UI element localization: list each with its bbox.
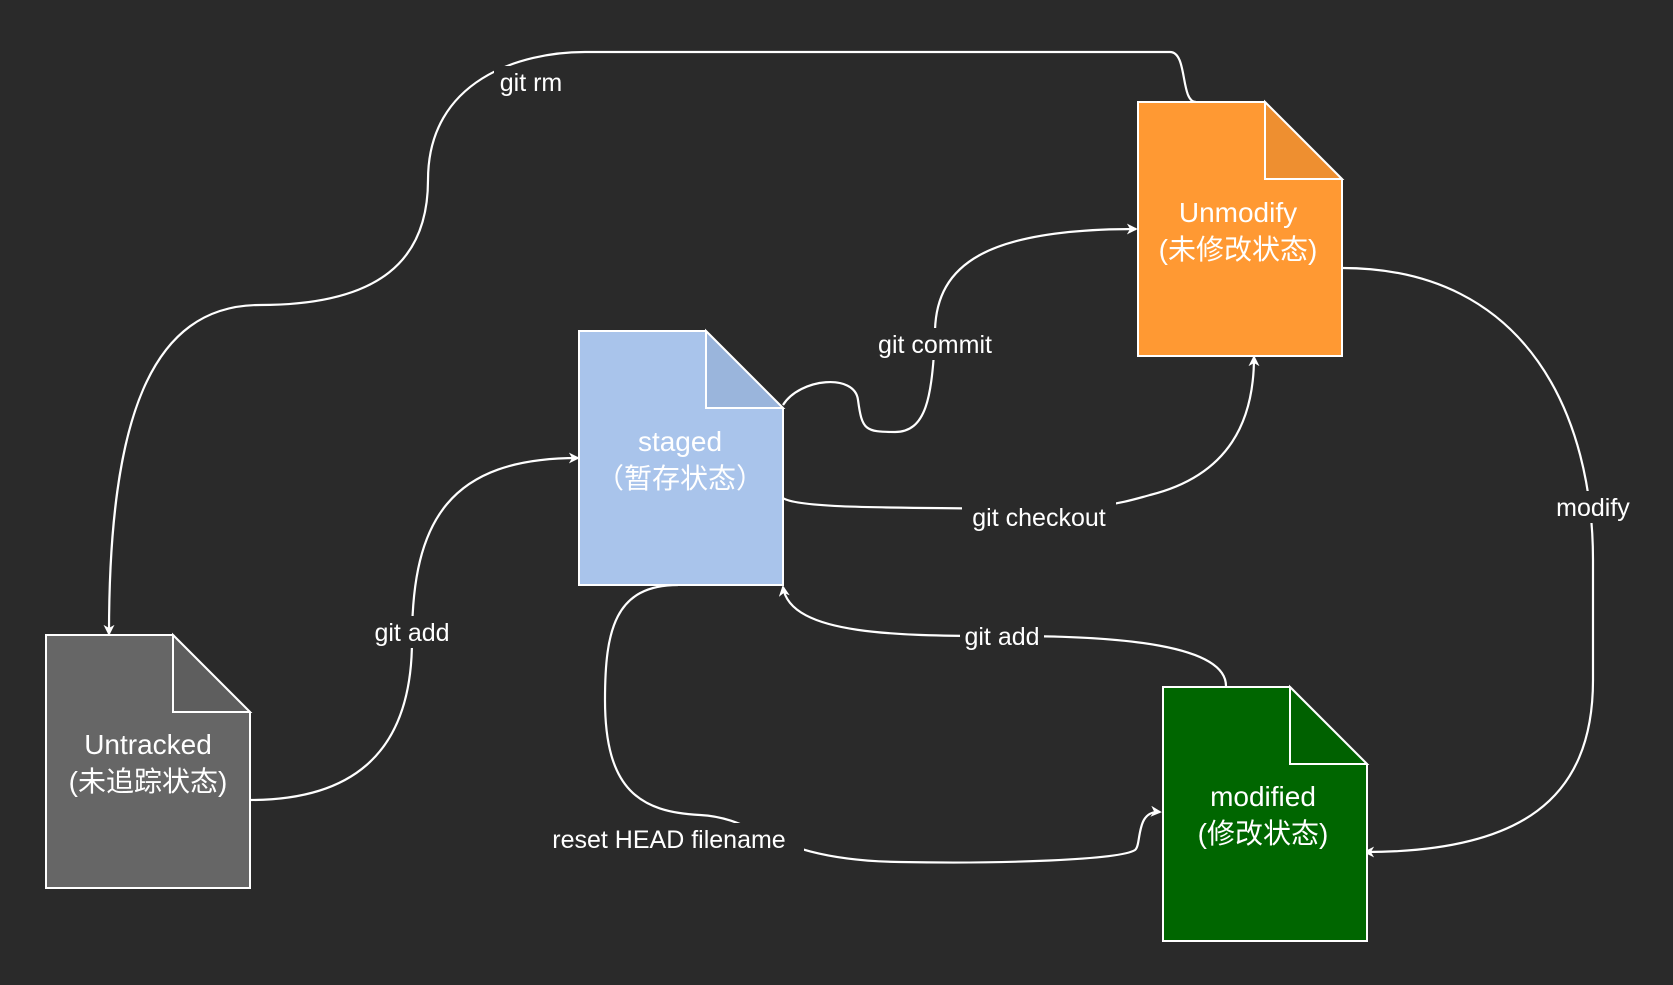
node-untracked-shape [45, 634, 251, 889]
svg-text:reset HEAD filename: reset HEAD filename [552, 826, 785, 854]
label-git-rm: git rm [494, 66, 568, 98]
node-unmodify-shape [1137, 101, 1343, 357]
node-staged-line2: （暂存状态） [596, 463, 764, 494]
svg-text:modify: modify [1556, 494, 1630, 522]
node-untracked-fold [172, 632, 253, 713]
edge-git-rm [103, 50, 1197, 636]
node-staged-shape [578, 330, 784, 586]
edge-git-commit [782, 223, 1138, 434]
svg-text:git rm: git rm [500, 69, 563, 97]
node-untracked-line2: (未追踪状态) [69, 766, 228, 797]
node-untracked: Untracked (未追踪状态) [45, 632, 253, 889]
label-git-commit: git commit [868, 328, 1002, 360]
label-git-checkout: git checkout [962, 501, 1116, 533]
node-modified-fold [1289, 684, 1370, 765]
label-git-add-modified: git add [960, 620, 1044, 652]
svg-text:git add: git add [964, 623, 1039, 651]
node-staged: staged （暂存状态） [578, 328, 786, 586]
edge-reset-head [603, 583, 1162, 864]
node-modified-line1: modified [1210, 781, 1316, 812]
svg-text:git commit: git commit [878, 331, 992, 359]
svg-text:git checkout: git checkout [972, 504, 1105, 532]
node-unmodify-fold [1264, 99, 1345, 180]
node-unmodify: Unmodify (未修改状态) [1137, 99, 1345, 357]
node-modified-shape [1162, 686, 1368, 942]
label-git-add-untracked: git add [370, 616, 454, 648]
label-modify: modify [1548, 491, 1638, 523]
svg-text:git add: git add [374, 619, 449, 647]
node-unmodify-line1: Unmodify [1179, 197, 1297, 228]
node-unmodify-line2: (未修改状态) [1159, 234, 1318, 265]
edge-modify [1341, 266, 1595, 858]
node-untracked-line1: Untracked [84, 729, 212, 760]
label-reset-head: reset HEAD filename [534, 823, 804, 855]
node-modified-line2: (修改状态) [1198, 818, 1329, 849]
node-staged-fold [705, 328, 786, 409]
node-staged-line1: staged [638, 426, 722, 457]
node-modified: modified (修改状态) [1162, 684, 1370, 942]
edge-git-checkout [782, 355, 1260, 511]
